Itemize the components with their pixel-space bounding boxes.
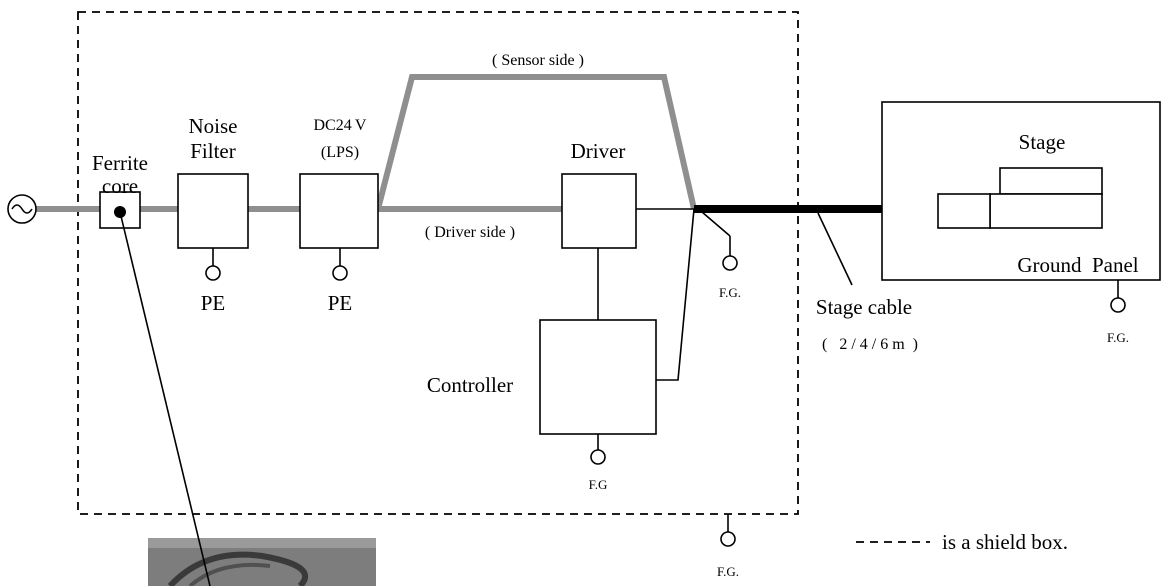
sensor-side-label: ( Sensor side ) [492,52,584,69]
ground-terminal-icon [1110,280,1126,313]
shield-box [77,11,799,515]
ferrite-core-label-line1: Ferrite [92,151,148,175]
fg-label-panel: F.G. [1107,330,1129,345]
ac-source-icon [7,194,37,224]
ferrite-photo-leader [119,211,211,586]
controller-box [539,319,657,435]
controller-label: Controller [427,373,513,397]
stage-cable-label: Stage cable [816,295,912,319]
psu-label-line2: (LPS) [321,144,359,161]
ground-terminal-icon [332,248,348,281]
ground-terminal-icon [590,434,606,465]
pe-label-filter: PE [201,291,226,315]
driver-box [561,173,637,249]
driver-label: Driver [571,139,626,163]
fg-label-shield: F.G. [717,564,739,579]
ground-terminal-icon [720,514,736,547]
stage-cable-lengths-label: ( 2 / 4 / 6 m ) [822,336,918,353]
noise-filter-label-line1: Noise [189,114,238,138]
driver-fg-wire [701,211,731,237]
fg-label-driver: F.G. [719,285,741,300]
ferrite-core-photo [148,538,376,586]
psu-label-line1: DC24 V [314,117,367,134]
legend-text: is a shield box. [942,530,1068,554]
ferrite-core-label-line2: core [102,174,138,198]
pe-label-psu: PE [328,291,353,315]
noise-filter-label-line2: Filter [190,139,236,163]
stage-label: Stage [1019,130,1066,154]
ground-terminal-icon [722,255,738,271]
stage-connector [937,193,991,229]
controller-return-wire [656,208,695,381]
stage-top-block [999,167,1103,195]
power-wire-sensor-side [375,74,697,210]
driver-side-label: ( Driver side ) [425,224,515,241]
stage-bottom-block [989,193,1103,229]
power-supply-box [299,173,379,249]
ground-terminal-icon [205,248,221,281]
noise-filter-box [177,173,249,249]
fg-label-controller: F.G [589,477,608,492]
ground-panel-label: Ground Panel [1017,253,1138,277]
stage-cable-leader [817,212,853,286]
